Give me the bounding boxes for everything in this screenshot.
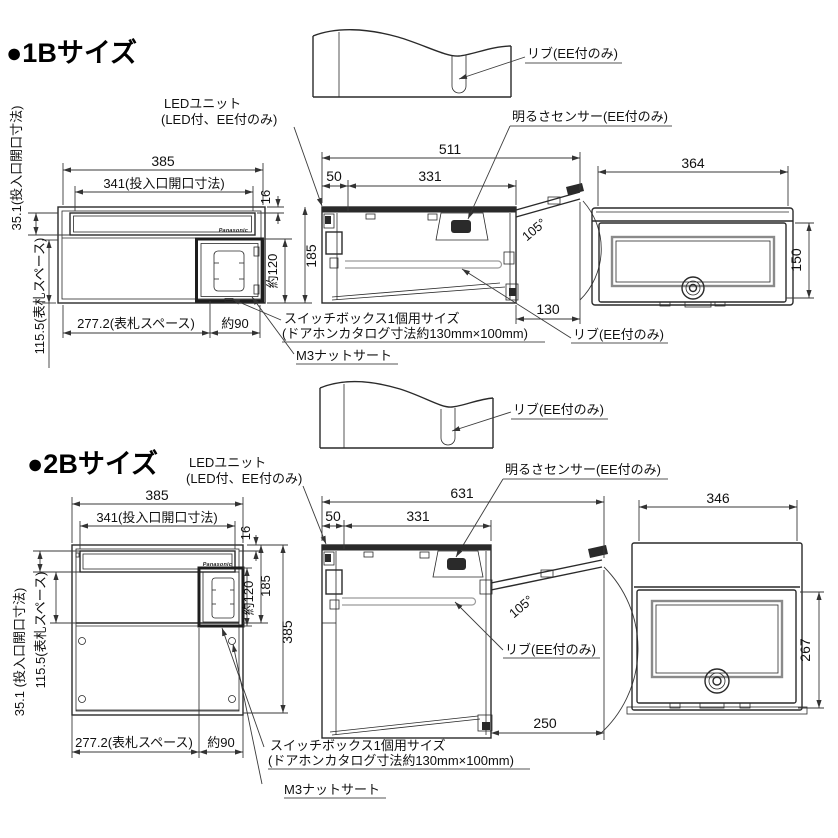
door-angle-1b: 105° (519, 215, 549, 244)
dim-2b-switch-width: 約90 (207, 735, 234, 750)
section-1b-title: ●1Bサイズ (6, 37, 137, 68)
led-label-line1: LEDユニット (164, 96, 241, 111)
switchbox-annotation-1b: スイッチボックス1個用サイズ (ドアホンカタログ寸法約130mm×100mm) … (231, 296, 545, 365)
dim-2b-slot-height: 35.1 (投入口開口寸法) (12, 588, 27, 717)
led-label-line2: (LED付、EE付のみ) (161, 112, 277, 127)
m3-nut-label-2b: M3ナットサート (284, 782, 380, 797)
dim-2b-total-height: 385 (279, 620, 295, 644)
front-dimensions-1b: 385 341(投入口開口寸法) 16 185 約120 35.1(投入口開口寸… (9, 106, 319, 368)
led-unit-annotation-1b: LEDユニット (LED付、EE付のみ) (161, 96, 323, 207)
section-1b: ●1Bサイズ Panasonic 385 (6, 29, 814, 368)
front-view-1b: Panasonic (57, 206, 266, 304)
side-view-2b: 105° リブ(EE付のみ) (321, 544, 639, 739)
sensor-label-2b: 明るさセンサー(EE付のみ) (505, 462, 661, 477)
side-dimensions-1b: 511 50 331 130 (321, 141, 581, 324)
dim-2b-rear-width: 346 (706, 490, 730, 506)
dim-1b-rear-door-height: 150 (788, 248, 804, 272)
dim-1b-front-width: 385 (151, 153, 175, 169)
dim-1b-slot-height: 35.1(投入口開口寸法) (9, 106, 24, 231)
section-2b: ●2Bサイズ リブ(EE付のみ) LEDユニット (LED付、EE付のみ) 明る… (12, 381, 824, 799)
rib-top-view-1b: リブ(EE付のみ) (312, 29, 622, 98)
dim-2b-front-width: 385 (145, 487, 169, 503)
dim-1b-switch-width: 約90 (221, 316, 248, 331)
dim-1b-plate-width: 277.2(表札スペース) (77, 316, 195, 331)
led-label-line2-2b: (LED付、EE付のみ) (186, 471, 302, 486)
rib-top-view-2b: リブ(EE付のみ) (319, 381, 608, 449)
dim-2b-switch-height: 約120 (241, 581, 256, 616)
dim-2b-front-depth: 50 (325, 508, 341, 524)
dim-2b-depth: 631 (450, 485, 474, 501)
rib-side-annotation-2b: リブ(EE付のみ) (454, 601, 600, 659)
dim-1b-switch-height: 約120 (265, 254, 280, 289)
doorphone-outline (213, 250, 245, 292)
rib-label-top-2b: リブ(EE付のみ) (513, 402, 604, 417)
side-dimensions-2b: 631 50 331 250 (321, 485, 605, 740)
doorphone-outline-2b (211, 577, 235, 619)
dim-1b-front-height: 185 (303, 244, 319, 268)
dim-2b-plate-height: 115.5(表札スペース) (33, 572, 48, 689)
switchbox-label-line1: スイッチボックス1個用サイズ (284, 311, 459, 326)
dim-1b-top-offset: 16 (258, 190, 273, 204)
switchbox-label-line2: (ドアホンカタログ寸法約130mm×100mm) (282, 326, 528, 341)
switchbox-annotation-2b: スイッチボックス1個用サイズ (ドアホンカタログ寸法約130mm×100mm) … (221, 627, 530, 799)
dim-2b-plate-width: 277.2(表札スペース) (75, 735, 193, 750)
brand-logo: Panasonic (219, 228, 248, 234)
switchbox-label-line1-2b: スイッチボックス1個用サイズ (270, 738, 445, 753)
dim-2b-top-offset: 16 (238, 526, 253, 540)
dim-1b-rear-width: 364 (681, 155, 705, 171)
m3-nut-label: M3ナットサート (296, 348, 392, 363)
rear-view-1b: 364 150 (591, 155, 814, 308)
dim-1b-front-depth: 50 (326, 168, 342, 184)
dim-1b-door-swing: 130 (536, 301, 560, 317)
rib-label-top-1b: リブ(EE付のみ) (527, 46, 618, 61)
sensor-annotation-2b: 明るさセンサー(EE付のみ) (455, 462, 668, 558)
sensor-annotation-1b: 明るさセンサー(EE付のみ) (467, 109, 672, 220)
dim-1b-slot-width: 341(投入口開口寸法) (103, 176, 224, 191)
dim-2b-door-swing: 250 (533, 715, 557, 731)
side-view-1b: 105° (321, 183, 602, 304)
dim-2b-front-height: 185 (258, 575, 273, 597)
dim-1b-depth: 511 (439, 141, 462, 157)
rib-side-annotation-1b: リブ(EE付のみ) (461, 268, 668, 344)
rib-label-side-1b: リブ(EE付のみ) (573, 327, 664, 342)
led-label-line1-2b: LEDユニット (189, 455, 266, 470)
led-unit-annotation-2b: LEDユニット (LED付、EE付のみ) (186, 455, 327, 545)
dim-2b-slot-width: 341(投入口開口寸法) (96, 510, 217, 525)
dim-1b-plate-height: 115.5(表札スペース) (32, 238, 47, 355)
front-view-2b: Panasonic (71, 544, 245, 716)
front-dimensions-2b: 385 341(投入口開口寸法) 16 185 約120 385 35.1 (投… (12, 487, 295, 758)
brand-logo-2b: Panasonic (203, 562, 232, 568)
dim-2b-body-depth: 331 (406, 508, 430, 524)
dim-1b-body-depth: 331 (418, 168, 442, 184)
dim-2b-rear-door-height: 267 (797, 638, 813, 662)
switchbox-label-line2-2b: (ドアホンカタログ寸法約130mm×100mm) (268, 753, 514, 768)
rib-label-side-2b: リブ(EE付のみ) (505, 642, 596, 657)
sensor-label-1b: 明るさセンサー(EE付のみ) (512, 109, 668, 124)
rear-view-2b: 346 267 (626, 490, 824, 715)
section-2b-title: ●2Bサイズ (27, 448, 158, 479)
door-angle-2b: 105° (506, 592, 536, 621)
